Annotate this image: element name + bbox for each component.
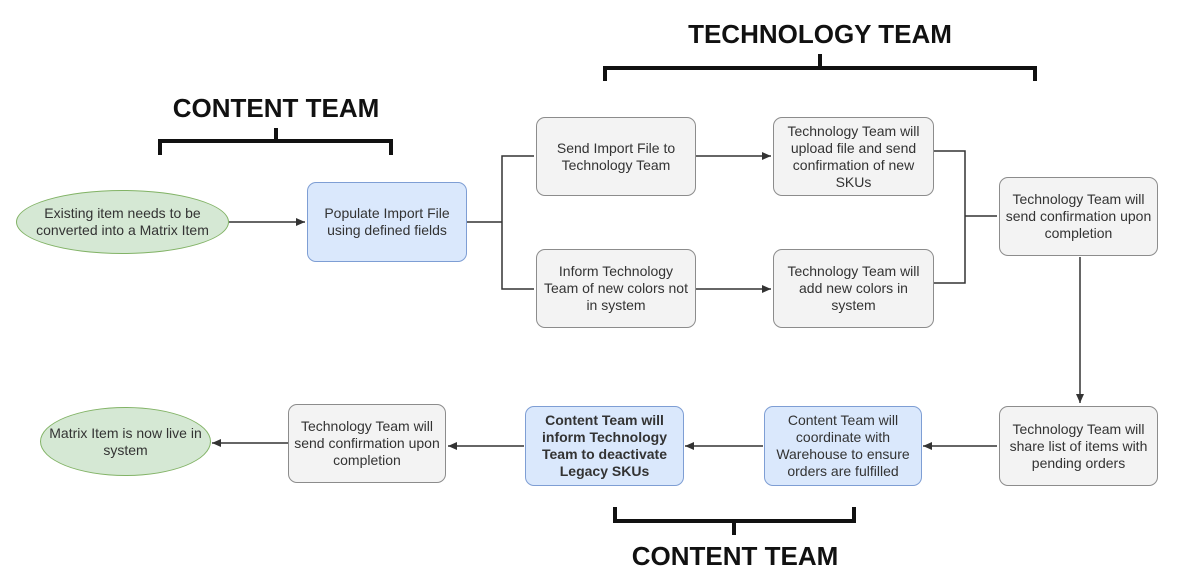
content-team-heading-top: CONTENT TEAM	[172, 93, 380, 123]
node-matrix-item-live: Matrix Item is now live in system	[40, 407, 211, 476]
technology-team-heading: TECHNOLOGY TEAM	[688, 19, 952, 49]
node-inform-new-colors: Inform Technology Team of new colors not…	[536, 249, 696, 328]
node-existing-item: Existing item needs to be converted into…	[16, 190, 229, 254]
node-tech-send-confirmation: Technology Team will send confirmation u…	[999, 177, 1158, 256]
node-populate-import-file: Populate Import File using defined field…	[307, 182, 467, 262]
connector-merge-to-confirm	[934, 150, 997, 284]
node-content-coordinate-warehouse: Content Team will coordinate with Wareho…	[764, 406, 922, 486]
node-tech-add-colors: Technology Team will add new colors in s…	[773, 249, 934, 328]
bracket-technology-team	[603, 54, 1037, 81]
bracket-content-team-bottom	[613, 507, 856, 535]
node-tech-share-pending-list: Technology Team will share list of items…	[999, 406, 1158, 486]
content-team-heading-bottom: CONTENT TEAM	[631, 541, 839, 571]
bracket-content-team-top	[158, 128, 393, 155]
node-send-import-file: Send Import File to Technology Team	[536, 117, 696, 196]
node-tech-upload-file: Technology Team will upload file and sen…	[773, 117, 934, 196]
connector-populate-split	[467, 155, 534, 290]
node-content-inform-deactivate: Content Team will inform Technology Team…	[525, 406, 684, 486]
node-tech-send-confirmation-final: Technology Team will send confirmation u…	[288, 404, 446, 483]
